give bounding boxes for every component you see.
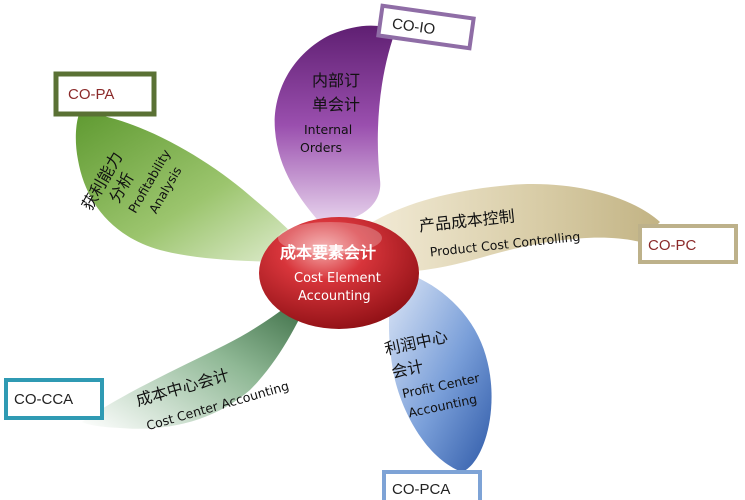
tag-co-pca: CO-PCA: [382, 470, 482, 500]
center-title-en-2: Accounting: [298, 289, 371, 304]
petal-co-io: [274, 25, 395, 226]
center-highlight: [278, 222, 382, 254]
tag-co-cca-box: [4, 378, 104, 420]
center-title-cn: 成本要素会计: [280, 243, 376, 262]
tag-co-cca: CO-CCA: [4, 378, 104, 420]
tag-co-pa-box: [53, 71, 157, 117]
co-io-cn-1: 内部订: [312, 71, 360, 90]
petal-co-cca: [82, 285, 315, 429]
petal-co-pca: [388, 270, 492, 472]
co-io-en-2: Orders: [300, 140, 342, 155]
tag-co-pa: CO-PA: [53, 71, 157, 117]
tag-co-pca-box: [382, 470, 482, 500]
tag-co-cca-label: CO-CCA: [14, 391, 73, 408]
center-ellipse: [259, 217, 419, 329]
tag-co-pa-label: CO-PA: [68, 86, 114, 103]
tag-co-pc-box: [638, 224, 738, 264]
tag-co-io-label: CO-IO: [391, 15, 436, 38]
tag-co-io: CO-IO: [376, 3, 476, 51]
tag-co-pc: CO-PC: [638, 224, 738, 264]
co-io-cn-2: 单会计: [312, 95, 360, 114]
label-co-io: 内部订 单会计 Internal Orders: [300, 71, 360, 155]
center-node: 成本要素会计 Cost Element Accounting: [259, 217, 419, 329]
petal-co-pa: [75, 112, 318, 262]
tag-co-pca-label: CO-PCA: [392, 481, 450, 498]
tag-co-pc-label: CO-PC: [648, 237, 697, 254]
co-io-en-1: Internal: [304, 122, 352, 137]
petal-co-pc: [360, 184, 660, 272]
tag-co-io-box: [376, 3, 476, 51]
center-title-en-1: Cost Element: [294, 271, 381, 286]
